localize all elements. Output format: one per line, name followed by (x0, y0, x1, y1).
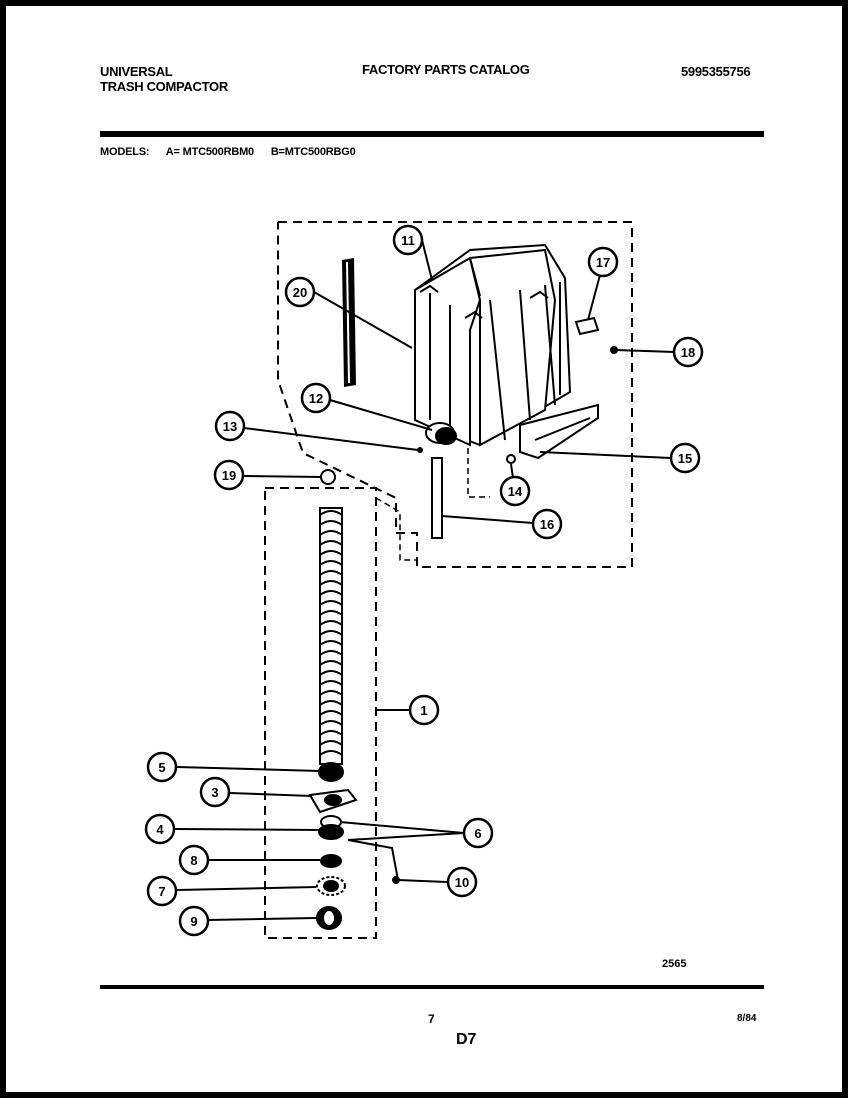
part-4b (318, 824, 344, 840)
svg-text:6: 6 (474, 826, 481, 841)
callout-13: 13 (214, 410, 246, 442)
compactor-frame (414, 243, 572, 447)
svg-text:7: 7 (158, 884, 165, 899)
svg-text:18: 18 (681, 345, 695, 360)
screw-18 (610, 346, 618, 354)
callout-5: 5 (146, 751, 178, 783)
model-b: B=MTC500RBG0 (270, 146, 356, 158)
part-8 (320, 854, 342, 868)
callout-15: 15 (669, 442, 701, 474)
rail-part (519, 403, 599, 460)
catalog-number: 5995355756 (681, 64, 751, 79)
svg-text:8: 8 (190, 853, 197, 868)
models-line: MODELS: A= MTC500RBM0 B=MTC500RBG0 (100, 146, 370, 158)
callout-8: 8 (178, 844, 210, 876)
model-a: A= MTC500RBM0 (165, 146, 254, 158)
clip-17 (574, 316, 600, 336)
power-screw (319, 507, 343, 765)
callout-18: 18 (672, 336, 704, 368)
svg-text:9: 9 (190, 914, 197, 929)
callout-9: 9 (178, 905, 210, 937)
revision-date: 8/84 (737, 1013, 757, 1024)
svg-text:19: 19 (222, 468, 236, 483)
brand-line-2: TRASH COMPACTOR (100, 79, 228, 94)
callout-20: 20 (284, 276, 316, 308)
callout-11: 11 (392, 224, 424, 256)
callout-1: 1 (408, 694, 440, 726)
catalog-title: FACTORY PARTS CATALOG (362, 62, 530, 77)
footer-rule (100, 985, 764, 989)
models-label: MODELS: (100, 146, 150, 158)
callout-6: 6 (462, 817, 494, 849)
brand-line-1: UNIVERSAL (100, 64, 173, 79)
svg-text:1: 1 (420, 703, 427, 718)
svg-text:4: 4 (156, 822, 164, 837)
svg-text:10: 10 (455, 875, 469, 890)
svg-text:3: 3 (211, 785, 218, 800)
brand-title: UNIVERSAL TRASH COMPACTOR (100, 64, 228, 94)
section-code: D7 (456, 1031, 477, 1048)
svg-text:11: 11 (401, 233, 415, 248)
svg-text:14: 14 (508, 484, 523, 499)
callout-17: 17 (587, 246, 619, 278)
callout-12: 12 (300, 382, 332, 414)
screw-13 (417, 447, 423, 453)
svg-text:15: 15 (678, 451, 692, 466)
callout-7: 7 (146, 875, 178, 907)
screw-assembly-outline (264, 487, 377, 939)
svg-text:16: 16 (540, 517, 554, 532)
svg-text:5: 5 (158, 760, 165, 775)
callout-4: 4 (144, 813, 176, 845)
shaft-16 (431, 457, 443, 539)
callout-16: 16 (531, 508, 563, 540)
callout-10: 10 (446, 866, 478, 898)
svg-text:20: 20 (293, 285, 307, 300)
header-rule (100, 131, 764, 137)
nut-19 (320, 469, 336, 485)
callout-markers: 11 17 20 18 12 13 15 19 14 16 1 5 3 4 6 … (144, 224, 704, 937)
svg-text:12: 12 (309, 391, 323, 406)
bar-20 (342, 258, 356, 387)
callout-19: 19 (213, 459, 245, 491)
svg-text:13: 13 (223, 419, 237, 434)
svg-text:17: 17 (596, 255, 610, 270)
upper-assembly-outline (277, 221, 633, 568)
page-number: 7 (428, 1012, 435, 1026)
drawing-code: 2565 (662, 958, 687, 970)
gear-part-12 (425, 422, 457, 445)
screw-14 (506, 454, 516, 464)
leader-lines (174, 239, 675, 921)
callout-14: 14 (499, 475, 531, 507)
part-5 (318, 762, 344, 782)
callout-3: 3 (199, 776, 231, 808)
